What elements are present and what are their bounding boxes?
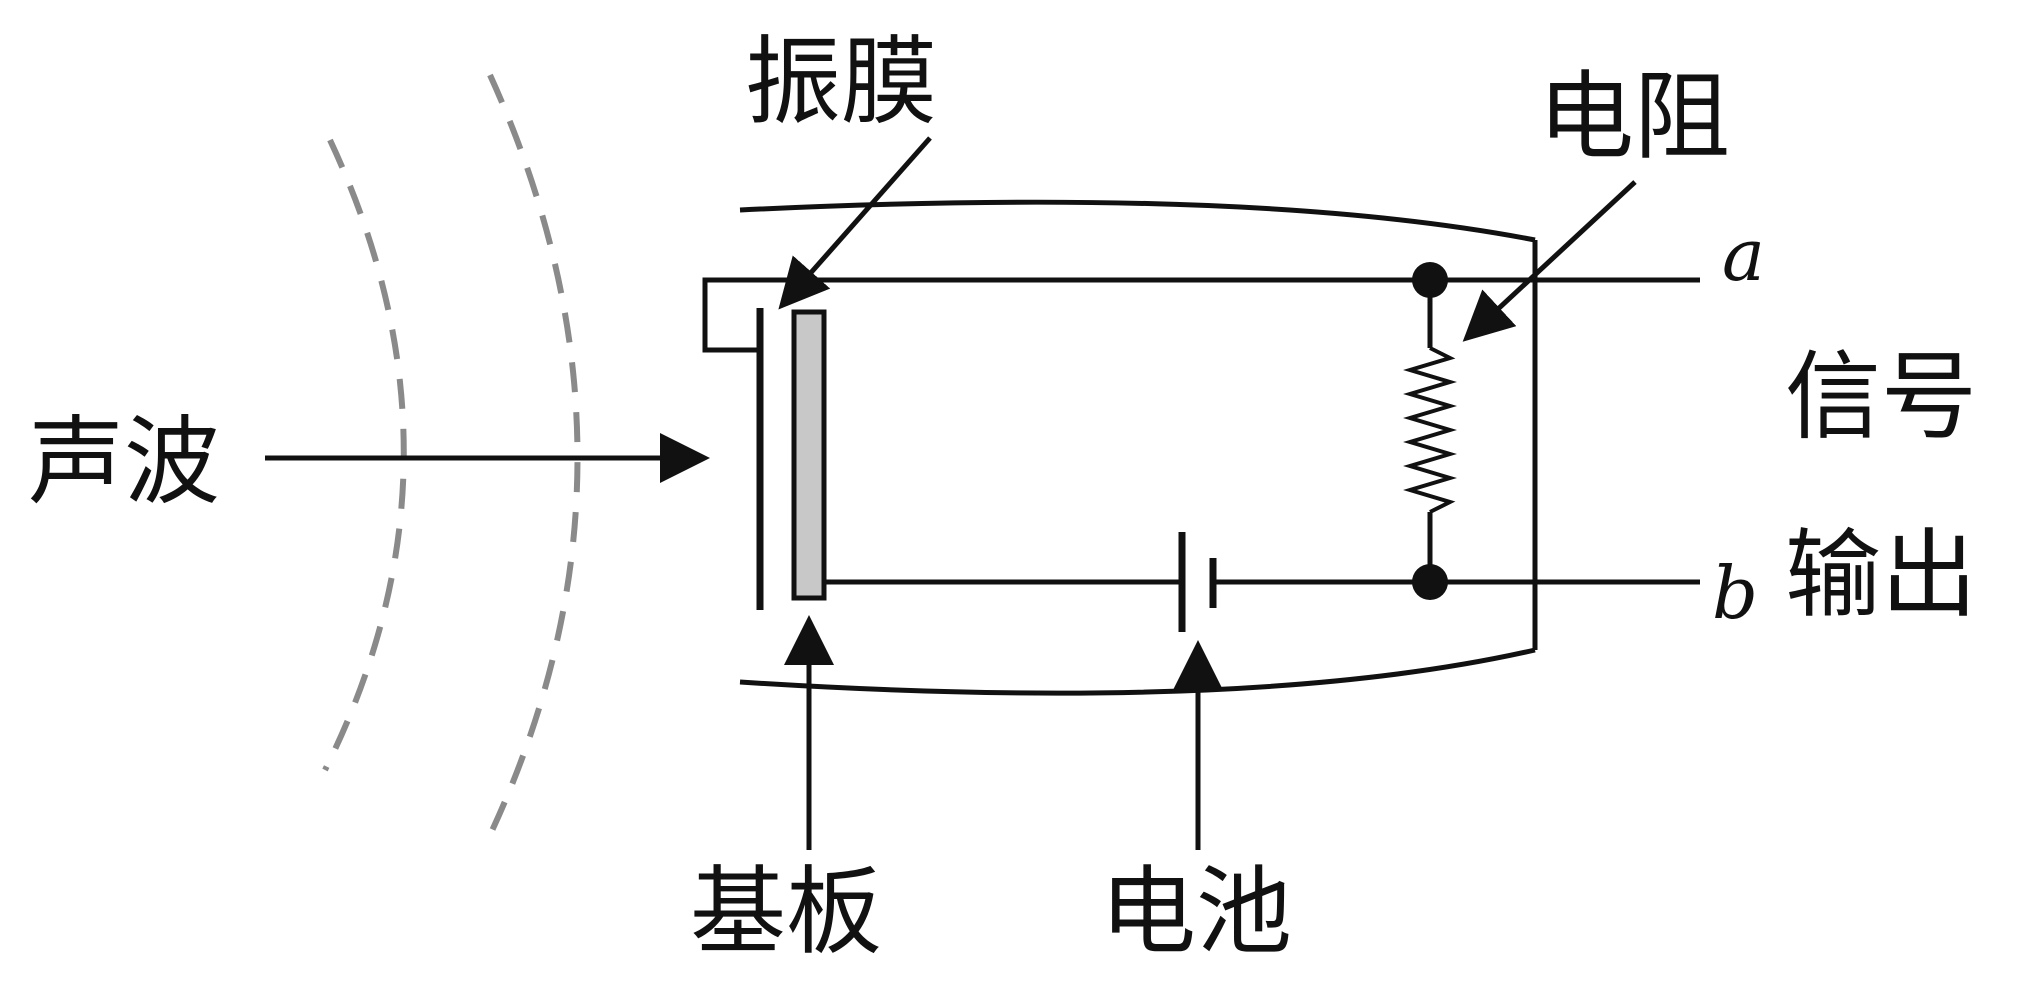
substrate	[791, 309, 827, 601]
label-sound-wave: 声波	[28, 406, 220, 518]
sound-wave-arc-outer	[487, 73, 581, 837]
terminal-b-label: b	[1712, 551, 1758, 635]
top-wire	[702, 277, 1700, 353]
label-resistor: 电阻	[1538, 61, 1730, 173]
label-battery: 电池	[1100, 856, 1292, 968]
sound-wave-arc-inner	[322, 138, 407, 772]
junction-bottom	[1412, 564, 1448, 600]
housing-top-edge	[739, 199, 1536, 243]
label-signal-line2: 输出	[1785, 519, 1977, 631]
diaphragm-arrow	[778, 136, 932, 310]
housing-bottom-edge	[739, 647, 1536, 696]
label-signal-line1: 信号	[1785, 341, 1977, 453]
terminal-a-label: a	[1722, 213, 1765, 297]
resistor-arrow	[1462, 180, 1637, 342]
junction-top	[1412, 262, 1448, 298]
resistor-zigzag	[1403, 346, 1457, 514]
label-substrate: 基板	[690, 856, 882, 968]
label-diaphragm: 振膜	[745, 26, 937, 138]
